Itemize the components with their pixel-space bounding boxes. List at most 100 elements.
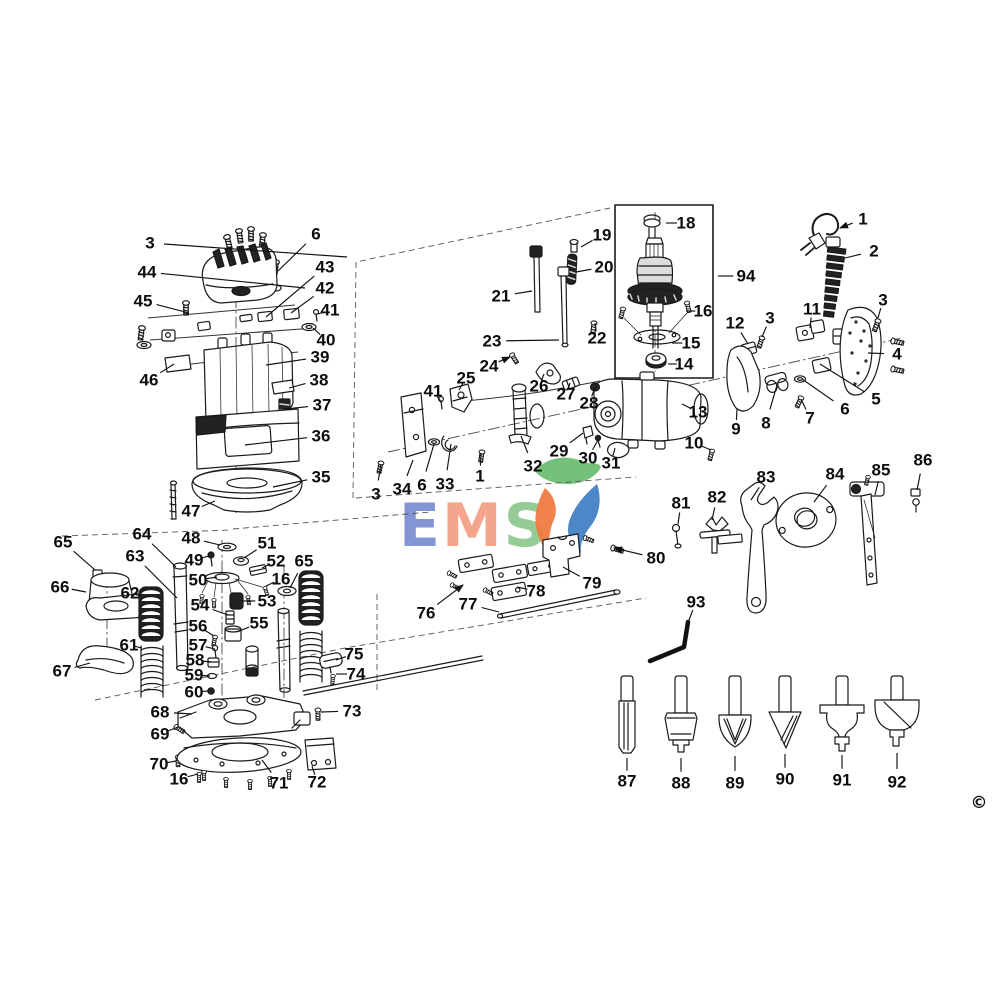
leader-line-85 — [874, 481, 879, 496]
leader-line-11 — [809, 317, 812, 329]
part-label-71: 71 — [270, 774, 289, 793]
leader-line-69 — [167, 726, 179, 732]
part-label-47: 47 — [182, 502, 201, 521]
clamp-lever-75 — [319, 652, 343, 685]
part-label-44: 44 — [138, 263, 157, 282]
motor-housing-upper — [164, 332, 303, 520]
nut-55 — [224, 625, 242, 642]
leader-line-75 — [335, 656, 347, 661]
part-label-50: 50 — [189, 571, 208, 590]
leader-line-37 — [285, 405, 309, 410]
leader-line-23 — [505, 339, 560, 342]
leader-line-59 — [201, 674, 211, 677]
router-base-68 — [177, 694, 311, 739]
ems-logo-text: EMS — [399, 491, 549, 561]
part-label-32: 32 — [524, 457, 543, 476]
part-label-34: 34 — [393, 480, 412, 499]
screw-49 — [207, 551, 215, 559]
leader-line-84 — [813, 484, 828, 503]
clamp-plate-77 — [491, 563, 529, 584]
rod-21-cap — [529, 245, 543, 258]
part-label-25: 25 — [457, 369, 476, 388]
leader-line-63 — [144, 565, 178, 599]
part-label-12: 12 — [726, 314, 745, 333]
part-label-81: 81 — [672, 494, 691, 513]
clip-33 — [441, 435, 458, 452]
leader-line-30 — [591, 439, 599, 451]
part-label-29: 29 — [550, 442, 569, 461]
hex-key-93 — [647, 619, 691, 664]
label-sticker-38 — [271, 379, 295, 395]
collar-50 — [204, 571, 240, 585]
plunger-32 — [508, 383, 545, 445]
leader-line-41 — [317, 311, 325, 315]
part-label-7: 7 — [805, 409, 814, 428]
leader-line-47 — [201, 500, 216, 508]
part-label-31: 31 — [602, 454, 621, 473]
leader-line-36 — [244, 437, 308, 446]
clamp-8 — [764, 371, 789, 393]
armature-core — [636, 256, 674, 290]
switch-11 — [795, 319, 826, 342]
leader-line-67 — [74, 662, 91, 668]
part-label-36: 36 — [312, 427, 331, 446]
washer-48 — [217, 542, 237, 552]
part-label-5: 5 — [871, 390, 880, 409]
part-label-24: 24 — [480, 357, 499, 376]
part-label-27: 27 — [557, 385, 576, 404]
leader-line-39 — [265, 358, 307, 366]
part-label-49: 49 — [185, 551, 204, 570]
part-label-2: 2 — [869, 242, 878, 261]
part-label-57: 57 — [189, 636, 208, 655]
part-label-82: 82 — [708, 488, 727, 507]
spring-62 — [138, 586, 164, 642]
leader-line-78 — [516, 586, 528, 590]
part-label-6: 6 — [417, 476, 426, 495]
nut-28 — [589, 382, 601, 392]
part-label-68: 68 — [151, 703, 170, 722]
handle-left-9 — [726, 345, 761, 412]
leader-line-93 — [688, 609, 694, 621]
part-label-85: 85 — [872, 461, 891, 480]
part-drawings — [75, 204, 921, 790]
leader-line-8 — [769, 384, 778, 410]
leader-line-33 — [446, 443, 452, 471]
leader-line-50 — [206, 576, 218, 580]
part-label-3: 3 — [371, 485, 380, 504]
part-label-22: 22 — [588, 329, 607, 348]
power-cord-1 — [800, 213, 840, 256]
leader-line-2 — [844, 253, 862, 259]
part-label-65: 65 — [54, 533, 73, 552]
bracket-29 — [582, 425, 594, 445]
part-label-76: 76 — [417, 604, 436, 623]
leader-line-3 — [761, 326, 767, 338]
part-label-64: 64 — [133, 525, 152, 544]
part-label-26: 26 — [530, 377, 549, 396]
leader-line-1 — [479, 452, 482, 466]
leader-line-68 — [173, 712, 193, 715]
leader-line-65 — [73, 550, 96, 571]
leader-line-43 — [265, 275, 315, 318]
leader-line-83 — [750, 487, 760, 501]
switch-hardware-row — [136, 300, 320, 350]
leader-line-34 — [406, 459, 414, 477]
leader-line-38 — [288, 383, 306, 389]
part-label-69: 69 — [151, 725, 170, 744]
part-label-4: 4 — [892, 345, 902, 364]
leader-line-3 — [163, 243, 348, 258]
part-label-37: 37 — [313, 396, 332, 415]
leader-line-3 — [377, 463, 382, 481]
part-label-1: 1 — [858, 210, 867, 229]
straight-bit-87 — [618, 675, 636, 754]
leader-line-31 — [612, 447, 616, 457]
part-label-41: 41 — [424, 382, 443, 401]
leader-line-6 — [277, 243, 307, 272]
part-label-65: 65 — [295, 552, 314, 571]
leader-line-16 — [187, 773, 199, 778]
leader-line-49 — [200, 555, 210, 559]
leader-line-77 — [481, 606, 500, 613]
leader-line-56 — [204, 630, 215, 637]
part-label-88: 88 — [672, 774, 691, 793]
